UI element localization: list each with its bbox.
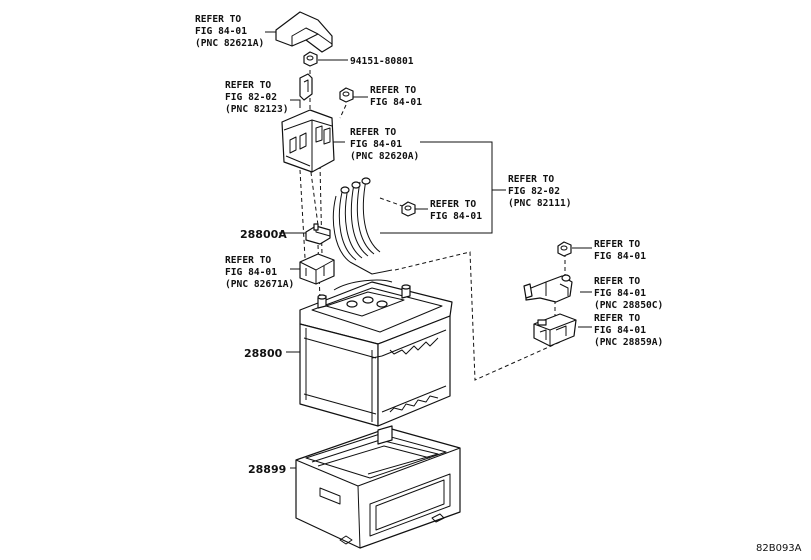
- fuse-block: [281, 109, 335, 173]
- svg-text:(PNC 82671A): (PNC 82671A): [225, 279, 294, 290]
- svg-text:REFER TO: REFER TO: [225, 255, 271, 266]
- leader-82123: [290, 99, 301, 108]
- battery-tray-28899: [295, 425, 461, 549]
- svg-text:FIG 82-02: FIG 82-02: [508, 186, 560, 197]
- svg-text:REFER TO: REFER TO: [594, 239, 640, 250]
- svg-text:FIG 84-01: FIG 84-01: [225, 267, 277, 278]
- svg-text:REFER TO: REFER TO: [508, 174, 554, 185]
- svg-text:REFER TO: REFER TO: [225, 80, 271, 91]
- nut-94151-icon: [303, 51, 318, 67]
- svg-text:FIG 84-01: FIG 84-01: [370, 97, 422, 108]
- svg-text:(PNC 82620A): (PNC 82620A): [350, 151, 419, 162]
- callout-82621a: REFER TO FIG 84-01 (PNC 82621A): [195, 14, 264, 49]
- svg-text:REFER TO: REFER TO: [594, 313, 640, 324]
- svg-text:FIG 84-01: FIG 84-01: [594, 325, 646, 336]
- svg-text:FIG 84-01: FIG 84-01: [594, 251, 646, 262]
- nut-right-icon: [557, 241, 572, 257]
- callout-28850c: REFER TO FIG 84-01 (PNC 28850C): [594, 276, 663, 311]
- svg-text:FIG 84-01: FIG 84-01: [430, 211, 482, 222]
- svg-text:(PNC 82111): (PNC 82111): [508, 198, 572, 209]
- battery-28800: [299, 279, 453, 427]
- svg-text:(PNC 28850C): (PNC 28850C): [594, 300, 663, 311]
- callout-82111: REFER TO FIG 82-02 (PNC 82111): [508, 174, 572, 209]
- svg-text:REFER TO: REFER TO: [594, 276, 640, 287]
- svg-text:REFER TO: REFER TO: [350, 127, 396, 138]
- clip-82123: [299, 73, 313, 101]
- battery-cables: [332, 177, 393, 275]
- svg-text:(PNC 82621A): (PNC 82621A): [195, 38, 264, 49]
- svg-text:FIG 84-01: FIG 84-01: [594, 288, 646, 299]
- svg-text:FIG 82-02: FIG 82-02: [225, 92, 277, 103]
- callout-82620a: REFER TO FIG 84-01 (PNC 82620A): [350, 127, 419, 162]
- bracket-82671a: [299, 253, 335, 285]
- svg-text:REFER TO: REFER TO: [430, 199, 476, 210]
- callout-fig84-nut-mid: REFER TO FIG 84-01: [430, 199, 482, 222]
- svg-text:FIG 84-01: FIG 84-01: [195, 26, 247, 37]
- nut-right-top-icon: [339, 87, 354, 103]
- part-number-94151-80801: 94151-80801: [350, 56, 414, 67]
- callout-fig84-nut-top: REFER TO FIG 84-01: [370, 85, 422, 108]
- leader-bracket-82111: [380, 141, 493, 234]
- nut-mid-icon: [401, 201, 416, 217]
- callout-82671a: REFER TO FIG 84-01 (PNC 82671A): [225, 255, 294, 290]
- svg-text:REFER TO: REFER TO: [195, 14, 241, 25]
- terminal-cover-top: [275, 11, 333, 53]
- callout-82123: REFER TO FIG 82-02 (PNC 82123): [225, 80, 289, 115]
- svg-text:REFER TO: REFER TO: [370, 85, 416, 96]
- part-number-28800: 28800: [244, 347, 283, 360]
- terminal-28850c: [523, 274, 573, 303]
- svg-text:(PNC 28859A): (PNC 28859A): [594, 337, 663, 348]
- part-number-28899: 28899: [248, 463, 286, 476]
- callout-fig84-right-nut: REFER TO FIG 84-01: [594, 239, 646, 262]
- callout-28859a: REFER TO FIG 84-01 (PNC 28859A): [594, 313, 663, 348]
- diagram-code: 82B093A: [756, 543, 802, 554]
- svg-text:FIG 84-01: FIG 84-01: [350, 139, 402, 150]
- terminal-cover-28859a: [533, 313, 577, 347]
- clamp-28800a: [305, 223, 331, 245]
- svg-text:(PNC 82123): (PNC 82123): [225, 104, 289, 115]
- part-number-28800a: 28800A: [240, 228, 287, 241]
